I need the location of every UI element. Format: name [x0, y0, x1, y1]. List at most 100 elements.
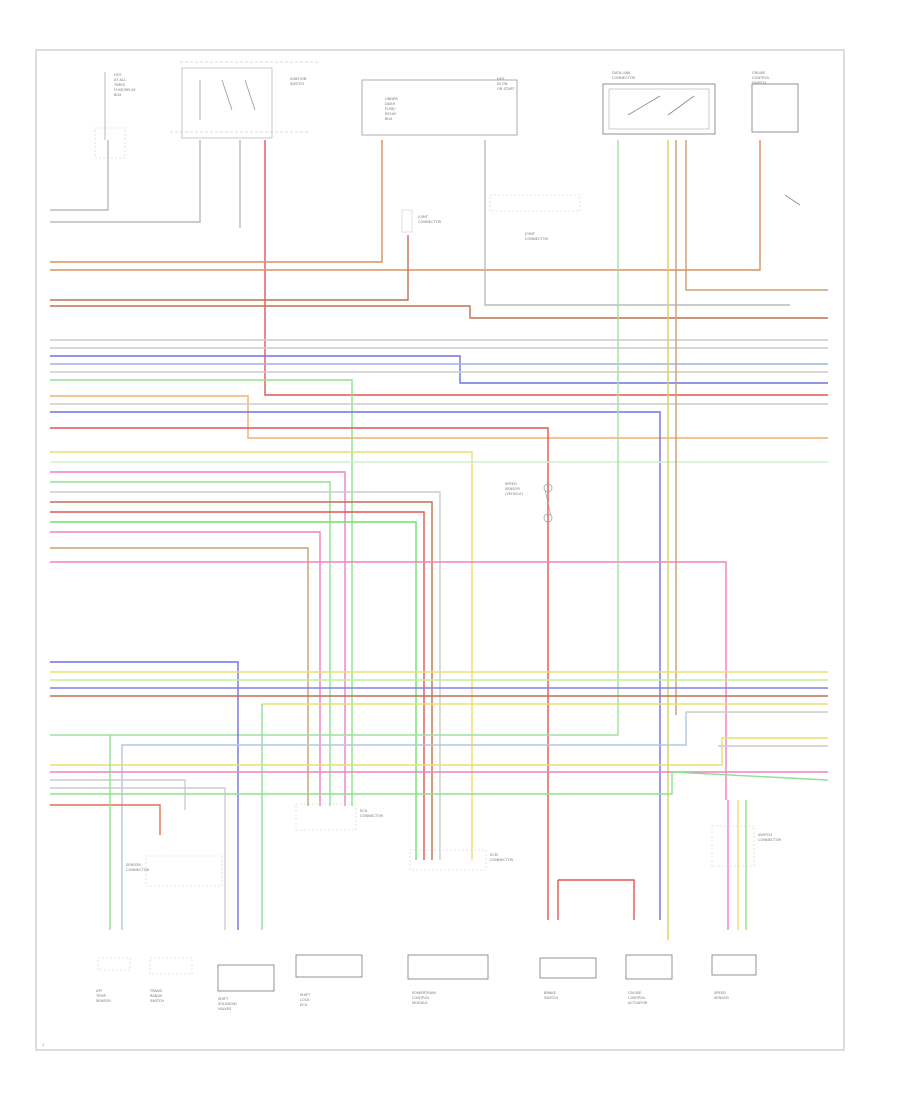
wire-blue: [50, 661, 239, 930]
component-label-under_dash: RELAY: [385, 112, 397, 116]
component-label-splice_mid: CONNECTOR: [525, 237, 549, 241]
footer-code: 1: [42, 1043, 44, 1047]
component-label-ignition_switch: SWITCH: [290, 82, 304, 86]
connector-c1: [295, 803, 357, 831]
connector-c4: [711, 825, 755, 867]
wire-gray: [50, 779, 186, 810]
component-label-hot_in_on: HOT: [497, 77, 506, 81]
wire-green: [50, 521, 417, 860]
component-label-c1: CONNECTOR: [360, 814, 384, 818]
wire-group: [50, 140, 829, 940]
component-label-b5: CONTROL: [412, 996, 430, 1000]
component-label-b3: SOLENOID: [218, 1002, 237, 1006]
component-label-hot_fuse: HOT: [114, 73, 123, 77]
component-label-c4: CONNECTOR: [758, 838, 782, 842]
component-label-hot_in_on: IN ON: [497, 82, 508, 86]
wire-tan: [50, 547, 309, 806]
component-label-splice_left: CONNECTOR: [418, 220, 442, 224]
component-label-b7: ACTUATOR: [628, 1001, 648, 1005]
ignition-switch: [181, 67, 273, 139]
component-label-splice_mid: JOINT: [524, 232, 536, 236]
component-label-b2: RANGE: [150, 994, 163, 998]
mid-splice: [401, 209, 413, 233]
component-label-cruise_switch: CONTROL: [752, 76, 770, 80]
component-label-hot_fuse: BOX: [114, 93, 122, 97]
connector-c2: [409, 849, 487, 871]
component-label-c1: ECU: [360, 809, 368, 813]
wire-red: [50, 427, 549, 920]
data-link-connector: [489, 194, 581, 212]
speed-sensor-mid: [543, 483, 553, 523]
wire-green: [50, 140, 619, 736]
wire-blue: [50, 355, 828, 384]
component-label-c2: CONNECTOR: [490, 858, 514, 862]
wire-pink: [50, 531, 321, 806]
bottom-component-8: [711, 954, 757, 976]
wire-yellow: [50, 737, 828, 766]
component-label-sensor_mid: SPEED: [505, 482, 517, 486]
bottom-component-2: [149, 957, 193, 975]
component-label-b1: SENSOR: [96, 999, 111, 1003]
wire-gray: [50, 140, 201, 223]
wire-gray: [50, 787, 226, 930]
component-label-b5: POWERTRAIN: [412, 991, 436, 995]
bottom-component-4: [295, 954, 363, 978]
bottom-component-6: [539, 957, 597, 979]
component-label-b4: SHIFT: [300, 993, 311, 997]
wire-gray: [121, 712, 687, 930]
component-label-under_dash: DASH: [385, 102, 395, 106]
component-label-under_dash: UNDER: [385, 97, 398, 101]
component-label-hot_in_on: OR START: [497, 87, 515, 91]
component-label-b6: SWITCH: [544, 996, 558, 1000]
component-label-b2: SWITCH: [150, 999, 164, 1003]
top-right-component: [751, 83, 801, 206]
component-label-b5: MODULE: [412, 1001, 428, 1005]
component-label-b7: CRUISE: [628, 991, 642, 995]
wire-red: [264, 140, 828, 396]
under-dash-fuse-box: [361, 79, 518, 136]
component-label-splice_left: JOINT: [417, 215, 429, 219]
component-label-b8: SPEED: [714, 991, 726, 995]
wire-orange: [50, 140, 761, 271]
hot-fuse-box: [94, 72, 126, 159]
component-label-data_link: CONNECTOR: [612, 76, 636, 80]
component-label-sensor_mid: SENSOR: [505, 487, 520, 491]
component-label-b6: BRAKE: [544, 991, 557, 995]
wire-green: [50, 379, 353, 806]
wire-gray: [50, 140, 109, 211]
component-label-b4: LOCK: [300, 998, 310, 1002]
component-label-c4: SWITCH: [758, 833, 772, 837]
wire-red: [50, 804, 161, 835]
component-label-sensor_mid: (VEHICLE): [505, 492, 524, 496]
wire-yellow: [50, 451, 473, 860]
wire-pink: [50, 471, 346, 806]
component-label-b8: SENSOR: [714, 996, 729, 1000]
component-label-hot_fuse: FUSE/RELAY: [114, 88, 136, 92]
component-label-b7: CONTROL: [628, 996, 646, 1000]
bottom-component-3: [217, 964, 275, 992]
component-label-b1: TEMP: [95, 994, 107, 998]
component-label-b4: ECU: [300, 1003, 308, 1007]
component-label-ignition_switch: IGNITION: [290, 77, 307, 81]
wire-green: [50, 771, 829, 795]
component-label-cruise_switch: CRUISE: [752, 71, 766, 75]
wire-brown: [50, 305, 828, 319]
component-label-data_link: DATA LINK: [612, 71, 631, 75]
component-label-b3: SHIFT: [218, 997, 229, 1001]
component-label-c3: CONNECTOR: [126, 868, 150, 872]
cruise-control-switch: [602, 83, 716, 135]
bottom-component-5: [407, 954, 489, 980]
wire-red: [50, 511, 425, 860]
wire-pink: [50, 561, 727, 800]
connector-c3: [145, 855, 223, 887]
wire-green: [50, 481, 331, 806]
bottom-component-7: [625, 954, 673, 980]
component-label-c2: ECM: [490, 853, 498, 857]
diagram-border: [35, 49, 845, 1051]
wire-brown: [50, 501, 433, 860]
wire-orange: [50, 395, 828, 439]
component-label-b2: TRANS: [149, 989, 163, 993]
component-label-under_dash: FUSE/: [385, 107, 396, 111]
